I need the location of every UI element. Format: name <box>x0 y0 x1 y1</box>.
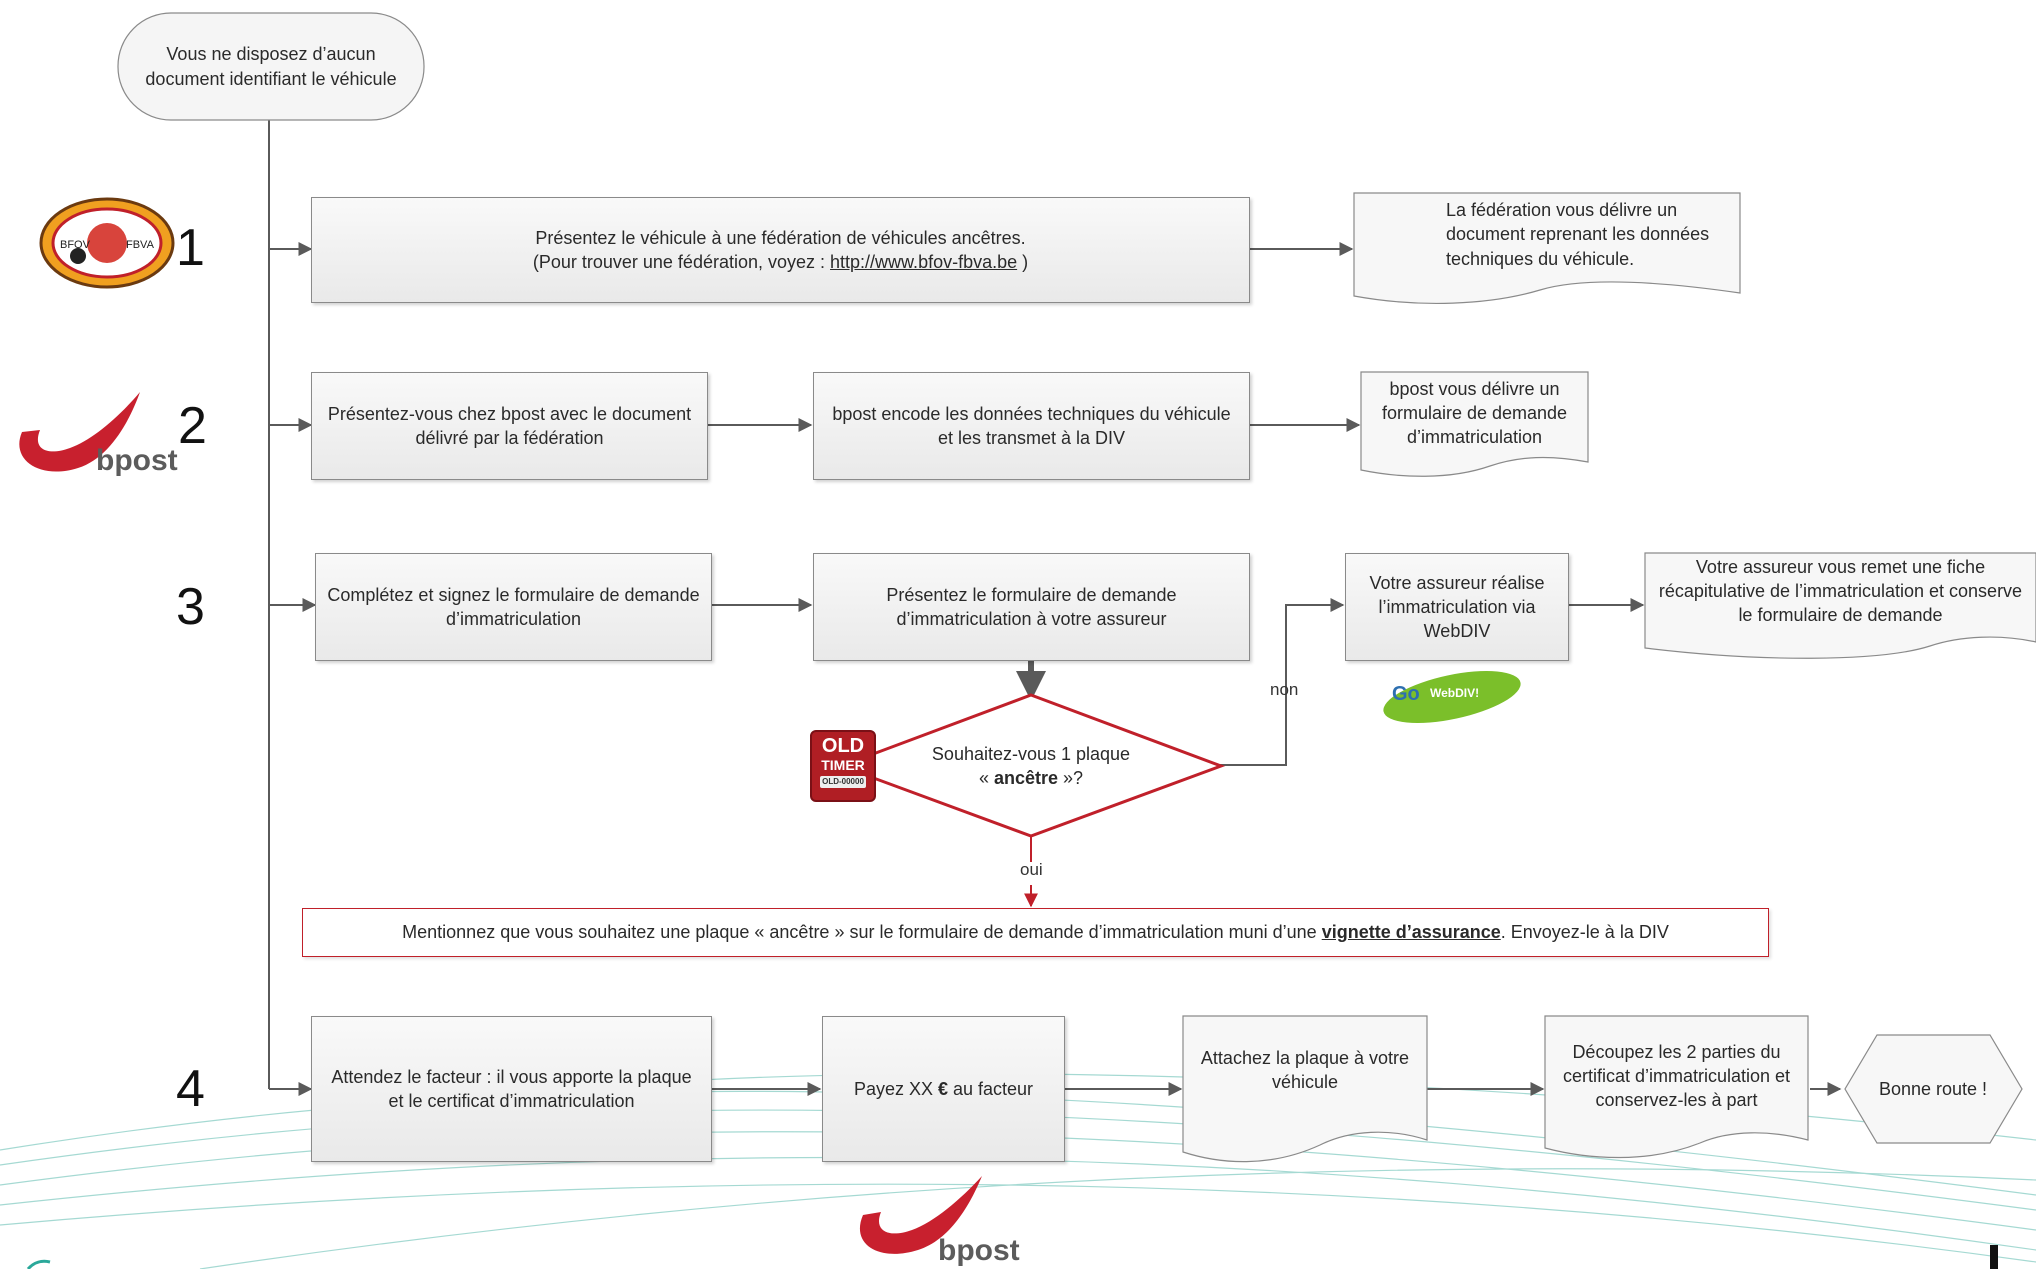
doc-cut-certificate: Découpez les 2 parties du certificat d’i… <box>1562 1041 1791 1111</box>
svg-text:FBVA: FBVA <box>126 239 155 251</box>
step-number-3: 3 <box>176 578 205 636</box>
note-text-post: . Envoyez-le à la DIV <box>1500 922 1669 942</box>
step-number-4: 4 <box>176 1060 205 1118</box>
bfov-fbva-logo: BFOV FBVA <box>39 197 175 289</box>
process-bpost-encodes: bpost encode les données techniques du v… <box>813 372 1250 480</box>
decision-line1: Souhaitez-vous 1 plaque <box>931 743 1131 764</box>
row1-proc-line1: Présentez le véhicule à une fédération d… <box>535 227 1026 248</box>
bpost-logo-word-step2: bpost <box>96 444 178 477</box>
bpost-logo-footer <box>859 1176 982 1254</box>
doc-shape-federation <box>1353 192 1741 304</box>
doc-federation-delivers: La fédération vous délivre un document r… <box>1446 200 1710 269</box>
bpost-logo-word-footer: bpost <box>938 1234 1020 1267</box>
document-shapes <box>1182 192 2036 1163</box>
start-terminal-shape <box>117 12 425 121</box>
start-terminal: Vous ne disposez d’aucun document identi… <box>118 13 424 120</box>
start-line2: document identifiant le véhicule <box>145 68 397 89</box>
note-text-bold: vignette d’assurance <box>1321 922 1501 942</box>
doc-insurer-delivers: Votre assureur vous remet une fiche réca… <box>1658 556 2023 626</box>
process-wait-postman: Attendez le facteur : il vous apporte la… <box>311 1016 712 1162</box>
oldtimer-plate: OLD-00000 <box>820 776 866 788</box>
doc-shape-insurer <box>1644 552 2036 659</box>
note-text-pre: Mentionnez que vous souhaitez une plaque… <box>402 922 1322 942</box>
step-number-1: 1 <box>176 219 205 277</box>
svg-text:BFOV: BFOV <box>60 239 91 251</box>
process-go-to-bpost: Présentez-vous chez bpost avec le docume… <box>311 372 708 480</box>
footer-mark <box>1990 1245 1998 1269</box>
bpost-logo-step2 <box>19 392 141 472</box>
label-non: non <box>1270 680 1299 699</box>
end-hexagon <box>1844 1034 2023 1144</box>
process-present-to-insurer: Présentez le formulaire de demande d’imm… <box>813 553 1250 661</box>
doc-shape-bpost <box>1360 371 1589 477</box>
doc-attach-plate: Attachez la plaque à votre véhicule <box>1200 1047 1410 1092</box>
oldtimer-mid: TIMER <box>821 757 865 773</box>
doc-shape-attach <box>1182 1015 1428 1163</box>
svg-text:WebDIV!: WebDIV! <box>1430 686 1479 700</box>
start-line1: Vous ne disposez d’aucun <box>166 44 376 65</box>
federation-link[interactable]: http://www.bfov-fbva.be <box>830 252 1018 272</box>
process-pay-postman: Payez XX € au facteur <box>822 1016 1065 1162</box>
end-terminal: Bonne route ! <box>1878 1078 1988 1099</box>
row1-proc-line2: (Pour trouver une fédération, voyez : ht… <box>532 252 1029 272</box>
step-number-2: 2 <box>178 397 207 455</box>
svg-text:Go: Go <box>1392 683 1420 705</box>
decision-question: Souhaitez-vous 1 plaque « ancêtre »? <box>880 736 1182 796</box>
process-insurer-registers: Votre assureur réalise l’immatriculation… <box>1345 553 1569 661</box>
doc-bpost-delivers: bpost vous délivre un formulaire de dema… <box>1381 378 1568 448</box>
footer-corner-swoosh <box>26 1259 51 1269</box>
process-complete-form: Complétez et signez le formulaire de dem… <box>315 553 712 661</box>
label-oui: oui <box>1020 860 1043 879</box>
note-mention-plate: Mentionnez que vous souhaitez une plaque… <box>302 908 1769 957</box>
decision-line2: « ancêtre »? <box>978 768 1084 788</box>
oldtimer-badge: OLD TIMER OLD-00000 <box>810 730 876 802</box>
process-present-to-federation: Présentez le véhicule à une fédération d… <box>311 197 1250 303</box>
connectors <box>268 120 1842 1096</box>
webdiv-logo: Go WebDIV! <box>1325 665 1585 740</box>
oldtimer-top: OLD <box>821 735 865 757</box>
doc-shape-cut <box>1544 1015 1809 1159</box>
